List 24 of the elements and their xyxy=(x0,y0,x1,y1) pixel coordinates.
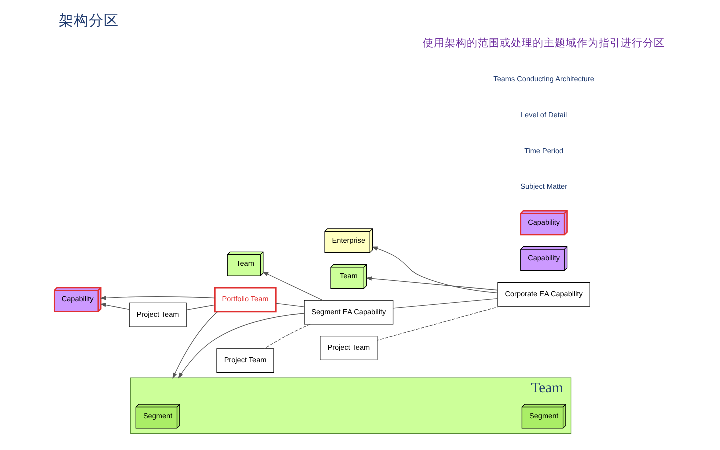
connector xyxy=(264,324,310,350)
arrow xyxy=(365,276,498,291)
label: Teams Conducting Architecture xyxy=(493,74,594,84)
label: Level of Detail xyxy=(520,110,567,120)
arrow xyxy=(100,303,130,310)
node-box: Project Team xyxy=(320,336,378,361)
label: Time Period xyxy=(524,146,564,156)
connector xyxy=(275,303,304,308)
connector xyxy=(186,304,215,310)
connector xyxy=(376,306,500,341)
diagram-title: 架构分区 xyxy=(58,13,119,30)
arrow xyxy=(371,246,498,294)
node-box: Project Team xyxy=(216,348,274,374)
node-box: Project Team xyxy=(128,302,186,328)
node-box: Corporate EA Capability xyxy=(497,282,590,307)
arrow xyxy=(178,313,304,379)
arrow xyxy=(172,312,218,379)
arrow xyxy=(100,296,215,300)
label: Subject Matter xyxy=(520,182,568,192)
node-box: Portfolio Team xyxy=(214,287,276,313)
connector xyxy=(392,298,498,309)
node-box: Segment EA Capability xyxy=(304,300,394,325)
caption: 使用架构的范围或处理的主题域作为指引进行分区 xyxy=(422,38,665,50)
arrow xyxy=(262,272,323,301)
